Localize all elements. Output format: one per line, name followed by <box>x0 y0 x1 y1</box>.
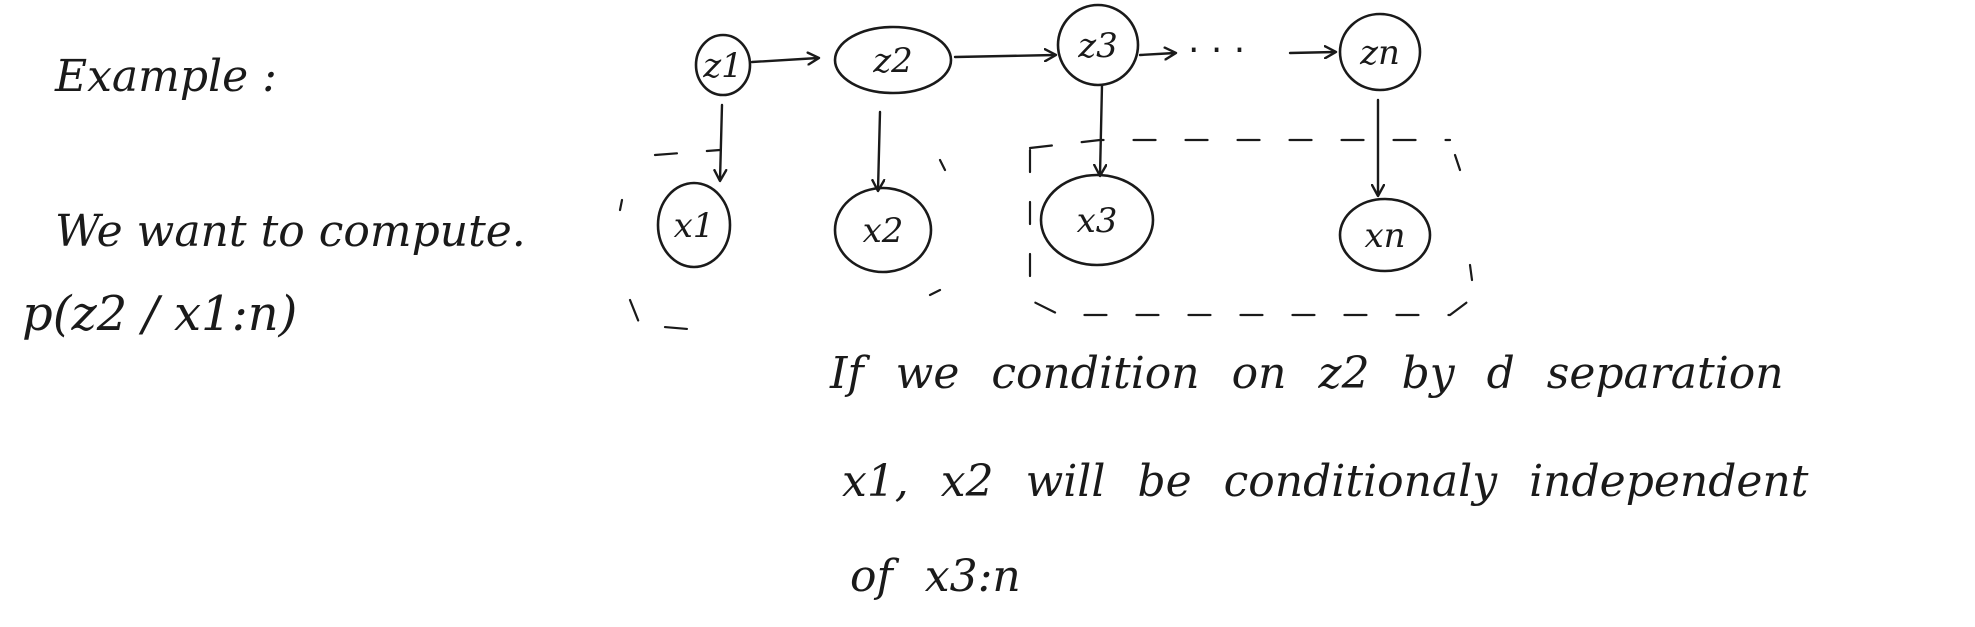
edge-z2-z3 <box>953 55 1055 57</box>
node-zn-label: zn <box>1359 33 1400 73</box>
edge-z1-x1 <box>720 103 722 180</box>
node-z3: z3 <box>1056 3 1140 87</box>
explanation-line-2: x1, x2 will be conditionaly independent <box>842 456 1809 507</box>
edge-z3-x3 <box>1100 83 1102 175</box>
node-x3-label: x3 <box>1077 201 1118 241</box>
node-z2: z2 <box>833 25 953 95</box>
node-z2-label: z2 <box>872 41 913 81</box>
edge-z1-z2 <box>750 58 818 62</box>
node-x1-label: x1 <box>674 206 715 246</box>
edge-z2-x2 <box>878 110 880 190</box>
explanation-line-1: If we condition on z2 by d separation <box>830 348 1784 399</box>
example-heading: Example : <box>55 51 277 102</box>
probability-expression: p(z2 / x1:n) <box>22 286 298 342</box>
chain-ellipsis: · · · <box>1188 30 1245 71</box>
node-zn: zn <box>1338 12 1422 92</box>
node-x1: x1 <box>656 181 732 269</box>
goal-text: We want to compute. <box>55 206 526 257</box>
node-x2-label: x2 <box>863 211 904 251</box>
node-xn-label: xn <box>1364 216 1405 256</box>
dashed-group-left <box>618 148 947 332</box>
node-z1: z1 <box>694 33 752 97</box>
node-xn: xn <box>1338 197 1432 273</box>
node-x2: x2 <box>833 186 933 274</box>
node-x3: x3 <box>1039 173 1155 267</box>
edge-z3-dots <box>1138 53 1175 55</box>
edge-dots-zn <box>1288 52 1335 53</box>
node-z1-label: z1 <box>702 46 743 86</box>
node-z3-label: z3 <box>1077 26 1118 66</box>
explanation-line-3: of x3:n <box>850 551 1021 602</box>
